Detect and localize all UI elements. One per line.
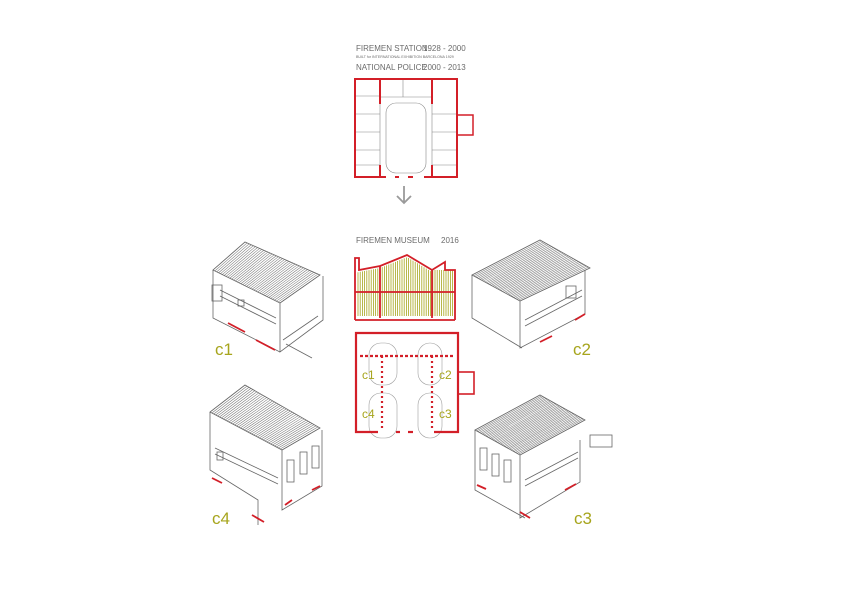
police-years: 2000 - 2013 [423,63,466,72]
plan-label-c2: c2 [439,368,452,382]
view-label-c1: c1 [215,340,233,359]
museum-year: 2016 [441,236,459,245]
station-title: FIREMEN STATION [356,44,428,53]
axonometric-view-c1: c1 [211,241,324,359]
plan-label-c1: c1 [362,368,375,382]
station-note: BUILT for INTERNATIONAL EXHIBITION BARCE… [356,55,454,59]
museum-title: FIREMEN MUSEUM [356,236,430,245]
plan-label-c4: c4 [362,407,375,421]
historic-floor-plan [354,78,474,178]
view-label-c2: c2 [573,340,591,359]
axonometric-view-c4: c4 [209,384,323,528]
police-title: NATIONAL POLICE [356,63,427,72]
axonometric-view-c3: c3 [474,394,613,528]
museum-floor-plan: c1 c2 c3 c4 [354,331,475,439]
museum-header: FIREMEN MUSEUM 2016 [356,236,459,245]
down-arrow-icon [396,186,412,205]
axonometric-view-c2: c2 [471,239,591,359]
station-years: 1928 - 2000 [423,44,466,53]
plan-label-c3: c3 [439,407,452,421]
historic-plan-header: FIREMEN STATION 1928 - 2000 BUILT for IN… [356,44,466,72]
museum-section [354,253,456,321]
view-label-c3: c3 [574,509,592,528]
view-label-c4: c4 [212,509,230,528]
